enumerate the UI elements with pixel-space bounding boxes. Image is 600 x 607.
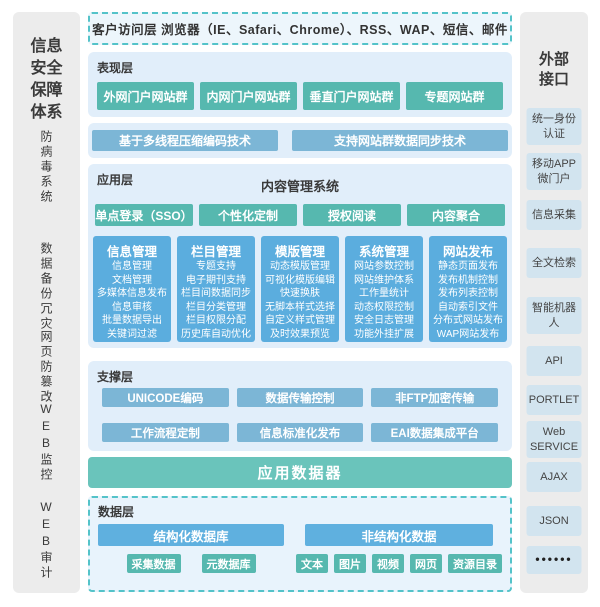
interface-info-collection: 信息采集 — [526, 200, 582, 230]
presentation-layer-panel: 表现层 外网门户网站群 内网门户网站群 垂直门户网站群 专题网站群 — [88, 52, 512, 117]
external-interfaces-title: 外部接口 — [538, 51, 569, 88]
interface-smart-robot: 智能机器人 — [526, 297, 582, 334]
security-sidebar-title: 信息安全保障体系 — [30, 38, 63, 121]
interface-more-dots: •••••• — [526, 546, 582, 574]
feature-personalization: 个性化定制 — [199, 204, 297, 226]
support-nonftp-encrypt: 非FTP加密传输 — [371, 388, 499, 407]
interface-fulltext-search: 全文检索 — [526, 248, 582, 278]
feature-authorized-reading: 授权阅读 — [303, 204, 401, 226]
structured-meta-db: 元数据库 — [201, 554, 256, 573]
site-group-vertical: 垂直门户网站群 — [303, 82, 400, 110]
interface-ajax: AJAX — [526, 462, 582, 492]
cms-feature-row: 单点登录（SSO） 个性化定制 授权阅读 内容聚合 — [88, 204, 512, 226]
interface-mobile-app-portal: 移动APP微门户 — [526, 153, 582, 190]
unstructured-webpage: 网页 — [410, 554, 442, 573]
security-item-web-monitor: WEB监控 — [39, 402, 53, 483]
tech-bar-panel: 基于多线程压缩编码技术 支持网站群数据同步技术 — [88, 123, 512, 158]
interface-json: JSON — [526, 506, 582, 536]
tech-multithread-compression: 基于多线程压缩编码技术 — [92, 130, 278, 151]
application-layer-title: 应用层 — [97, 173, 134, 187]
unstructured-data-bar: 非结构化数据 — [305, 524, 493, 546]
support-eai-platform: EAI数据集成平台 — [371, 423, 499, 442]
data-layer-panel: 数据层 结构化数据库 采集数据 元数据库 非结构化数据 文本 图片 视频 网页 — [88, 496, 512, 592]
presentation-layer-title: 表现层 — [97, 61, 134, 75]
feature-sso: 单点登录（SSO） — [95, 204, 193, 226]
support-row-2: 工作流程定制 信息标准化发布 EAI数据集成平台 — [88, 423, 512, 442]
support-layer-title: 支撑层 — [97, 370, 134, 384]
security-sidebar: 信息安全保障体系 防病毒系统 数据备份冗灾 网页防篡改 WEB监控 WEB审计 — [13, 12, 80, 593]
support-layer-panel: 支撑层 UNICODE编码 数据传输控制 非FTP加密传输 工作流程定制 信息标… — [88, 361, 512, 451]
application-layer-panel: 应用层 内容管理系统 单点登录（SSO） 个性化定制 授权阅读 内容聚合 信息管… — [88, 164, 512, 348]
unstructured-data-group: 非结构化数据 文本 图片 视频 网页 资源目录 — [296, 524, 502, 573]
security-item-backup: 数据备份冗灾 — [39, 242, 53, 332]
security-item-web-audit: WEB审计 — [39, 500, 53, 581]
external-interfaces-sidebar: 外部接口 统一身份认证 移动APP微门户 信息采集 全文检索 智能机器人 API… — [520, 12, 588, 593]
module-template-management: 模版管理 动态模版管理 可视化模版编辑 快速换肤 无脚本样式选择 自定义样式管理… — [261, 236, 339, 342]
tech-sitegroup-sync: 支持网站群数据同步技术 — [292, 130, 508, 151]
client-access-bar: 客户访问层 浏览器（IE、Safari、Chrome）、RSS、WAP、短信、邮… — [88, 12, 512, 45]
data-layer-title: 数据层 — [98, 505, 135, 519]
application-layer-header: 应用层 内容管理系统 — [88, 164, 512, 196]
unstructured-resource-catalog: 资源目录 — [448, 554, 502, 573]
site-group-row: 外网门户网站群 内网门户网站群 垂直门户网站群 专题网站群 — [88, 82, 512, 110]
support-standard-publish: 信息标准化发布 — [236, 423, 364, 442]
structured-collected-data: 采集数据 — [126, 554, 181, 573]
interface-unified-auth: 统一身份认证 — [526, 108, 582, 145]
unstructured-text: 文本 — [296, 554, 328, 573]
tech-bar-row: 基于多线程压缩编码技术 支持网站群数据同步技术 — [88, 123, 512, 151]
support-row-1: UNICODE编码 数据传输控制 非FTP加密传输 — [88, 388, 512, 407]
site-group-topic: 专题网站群 — [406, 82, 503, 110]
data-layer-groups: 结构化数据库 采集数据 元数据库 非结构化数据 文本 图片 视频 网页 资源目录 — [90, 524, 510, 573]
app-database-banner: 应用数据器 — [88, 457, 512, 488]
module-column-management: 栏目管理 专题支持 电子期刊支持 栏目间数据同步 栏目分类管理 栏目权限分配 历… — [177, 236, 255, 342]
support-unicode: UNICODE编码 — [102, 388, 229, 407]
module-site-publish: 网站发布 静态页面发布 发布机制控制 发布列表控制 自动索引文件 分布式网站发布… — [429, 236, 507, 342]
unstructured-video: 视频 — [372, 554, 404, 573]
support-data-transfer: 数据传输控制 — [236, 388, 364, 407]
module-system-management: 系统管理 网站参数控制 网站维护体系 工作量统计 动态权限控制 安全日志管理 功… — [345, 236, 423, 342]
site-group-internal: 内网门户网站群 — [200, 82, 297, 110]
security-item-antivirus: 防病毒系统 — [39, 130, 53, 205]
structured-data-group: 结构化数据库 采集数据 元数据库 — [98, 524, 284, 573]
site-group-external: 外网门户网站群 — [97, 82, 194, 110]
structured-db-bar: 结构化数据库 — [98, 524, 284, 546]
module-columns: 信息管理 信息管理 文档管理 多媒体信息发布 信息审核 批量数据导出 关键词过滤… — [88, 236, 512, 342]
security-item-antitamper: 网页防篡改 — [39, 330, 53, 405]
main-diagram-column: 客户访问层 浏览器（IE、Safari、Chrome）、RSS、WAP、短信、邮… — [88, 12, 512, 592]
support-workflow: 工作流程定制 — [102, 423, 229, 442]
cms-subtitle: 内容管理系统 — [260, 179, 339, 194]
feature-content-aggregation: 内容聚合 — [407, 204, 505, 226]
interface-portlet: PORTLET — [526, 385, 582, 415]
module-info-management: 信息管理 信息管理 文档管理 多媒体信息发布 信息审核 批量数据导出 关键词过滤 — [93, 236, 171, 342]
unstructured-image: 图片 — [334, 554, 366, 573]
interface-web-service: Web SERVICE — [526, 421, 582, 458]
interface-api: API — [526, 346, 582, 376]
